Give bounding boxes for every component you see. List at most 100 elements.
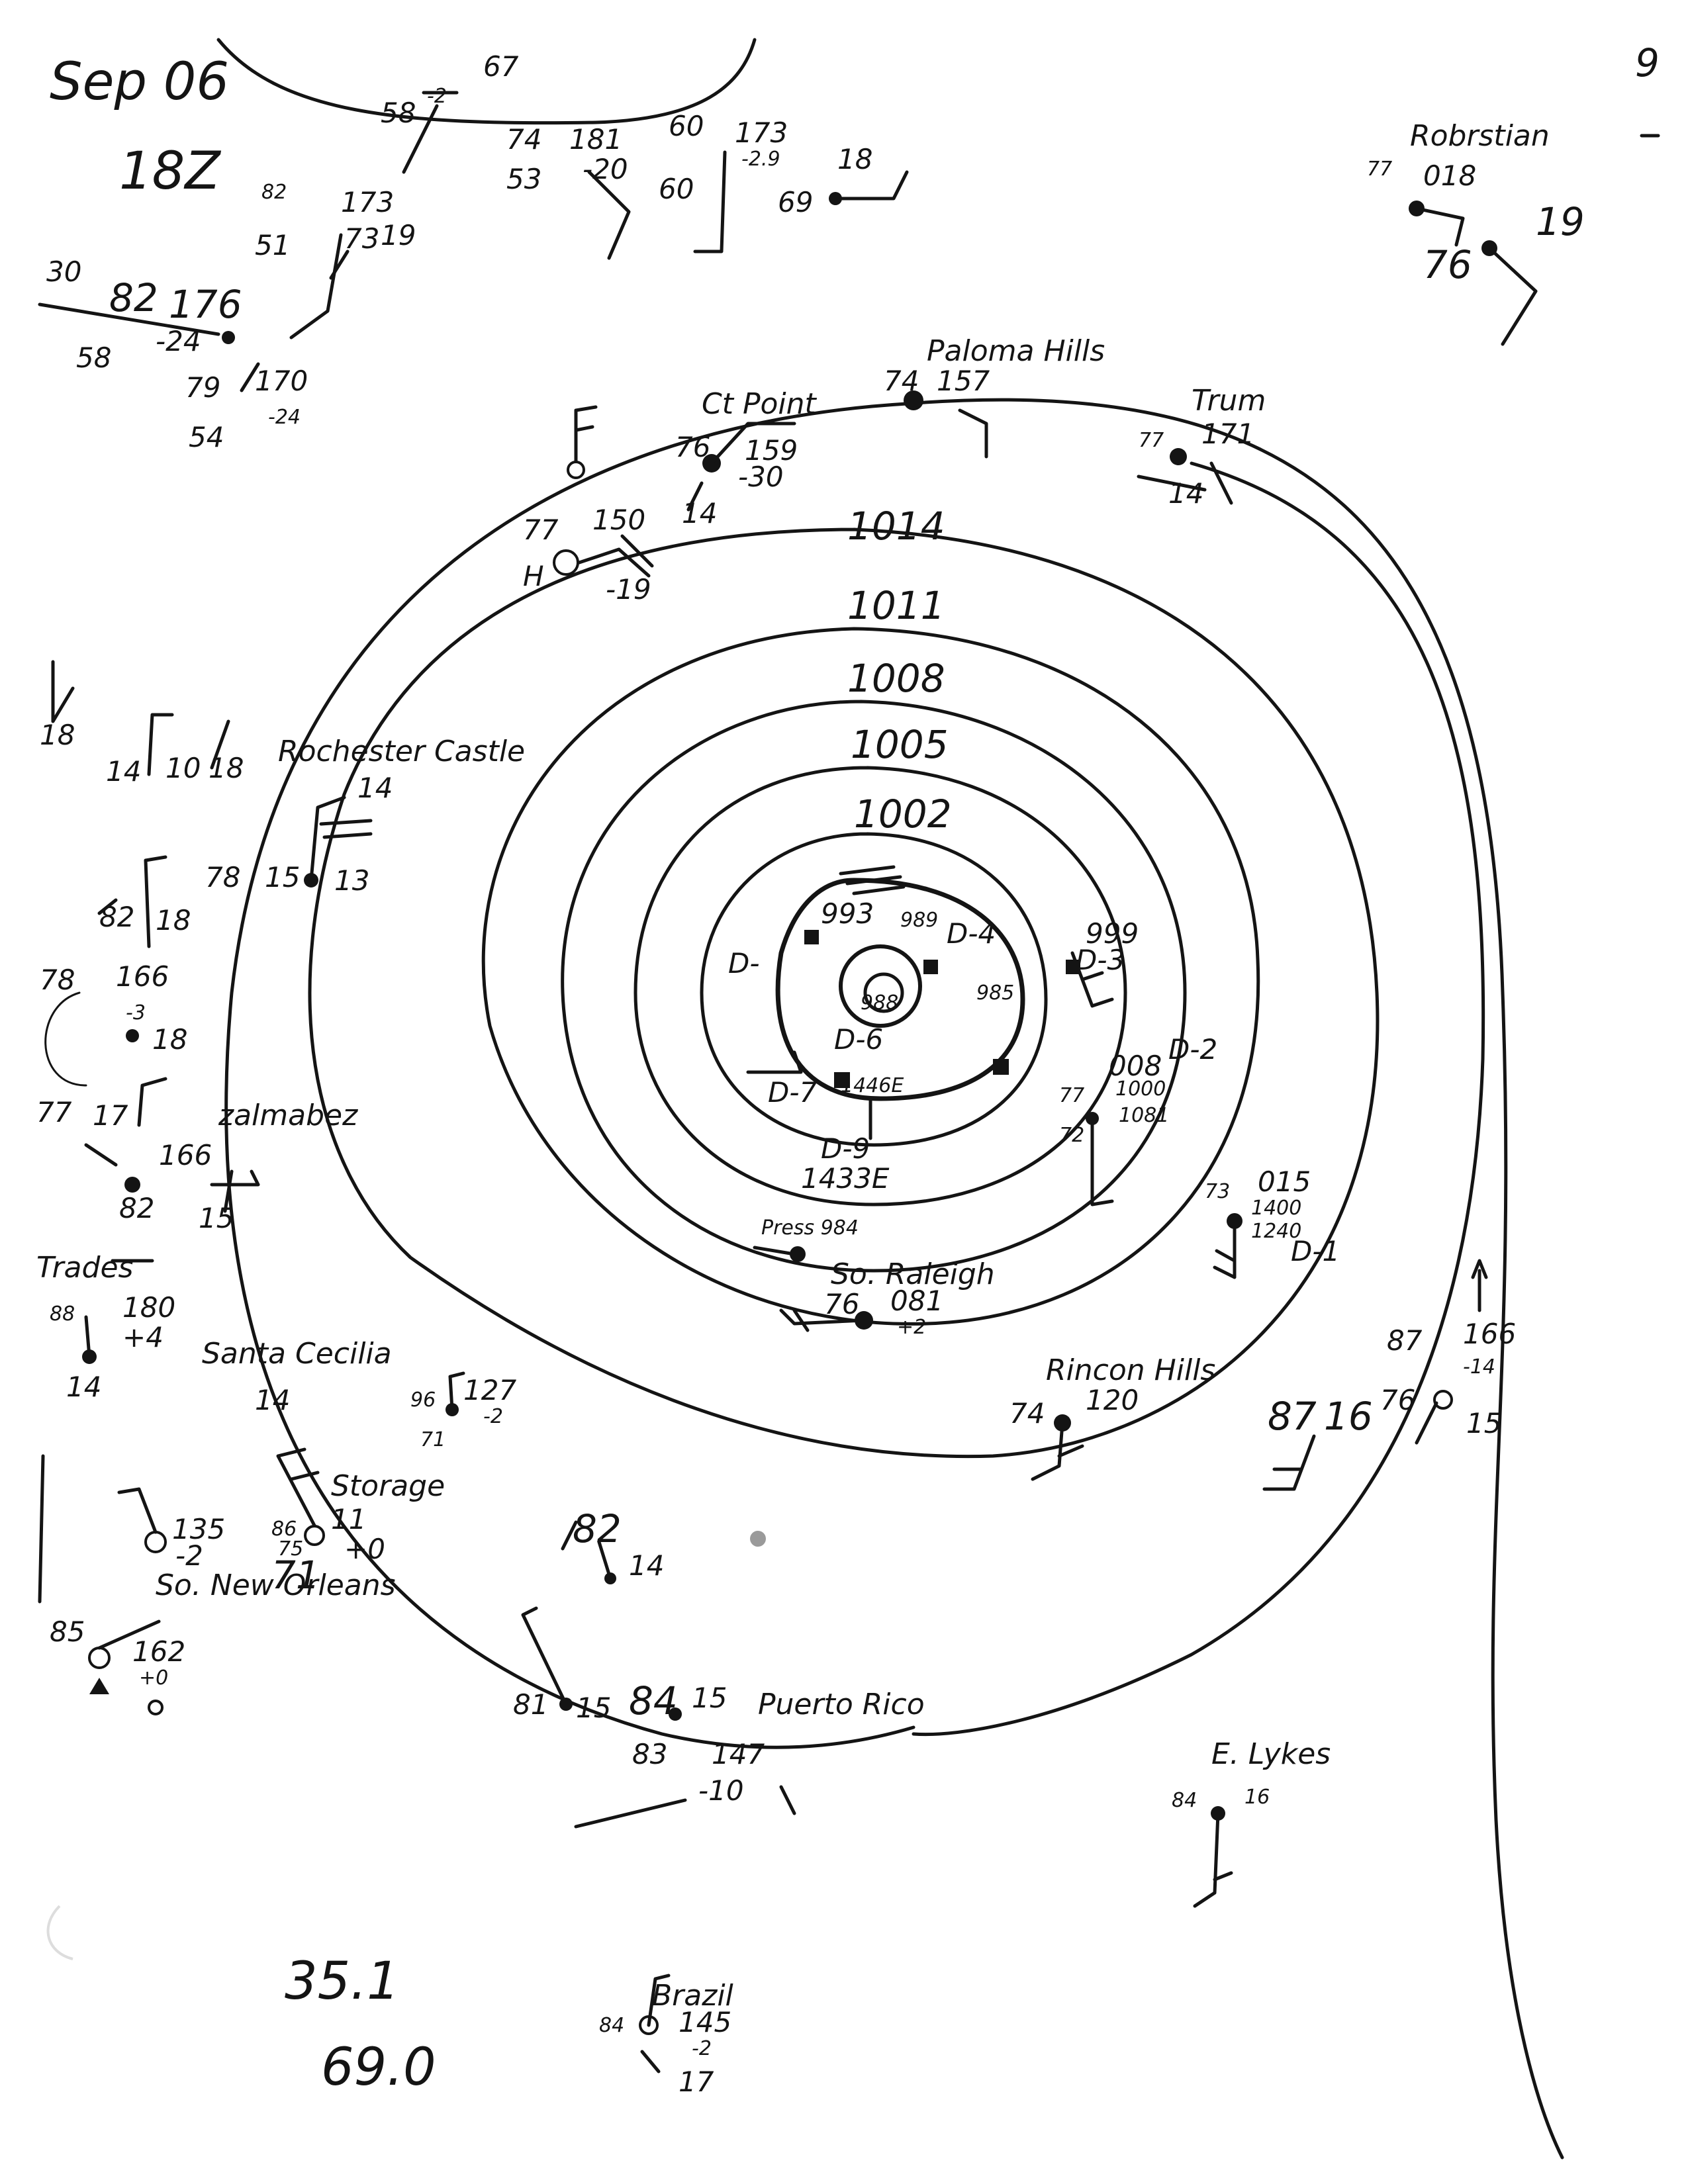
- h-station-label: H: [523, 560, 544, 592]
- storage-temp: 86: [271, 1518, 297, 1541]
- eye-inner-circle: [863, 972, 904, 1013]
- zalmabez-temp: 82: [119, 1192, 154, 1224]
- far-east-temp2: 76: [1380, 1384, 1415, 1416]
- storage-d: 75: [278, 1537, 303, 1561]
- puerto-rico-barb-1: [521, 1606, 568, 1706]
- rochester-castle-barb: [309, 796, 373, 882]
- zalmabez-name: zalmabez: [218, 1099, 358, 1132]
- bottom-left-temp: 85: [50, 1615, 85, 1648]
- d1-station-b: 1240: [1251, 1220, 1301, 1243]
- h-station-circle: [553, 549, 579, 576]
- eyewall-outer: [775, 878, 1025, 1101]
- robrstian-barb: [1415, 206, 1538, 346]
- h-station-tendency: -19: [606, 573, 651, 606]
- top-obs-barb-2: [587, 170, 631, 260]
- center-pressure-989: 989: [900, 909, 938, 932]
- top-obs-barb-1: [402, 91, 459, 174]
- so-raleigh-name: So. Raleigh: [831, 1257, 995, 1291]
- center-drop-marker-2: [923, 960, 938, 974]
- drop-time: 1433E: [801, 1162, 890, 1195]
- robrstian-temp2: 76: [1423, 242, 1472, 287]
- east-87-temp: 87: [1268, 1394, 1317, 1439]
- east-87-barb: [1262, 1434, 1316, 1491]
- bottom-left-circle: [88, 1647, 111, 1669]
- center-longitude: 69.0: [321, 2038, 436, 2097]
- top-obs-4-b: 18: [837, 143, 872, 175]
- left-obs-18d: 18: [152, 1023, 187, 1056]
- storage-change: +0: [344, 1533, 385, 1565]
- far-east-wind: 15: [1466, 1407, 1501, 1439]
- isobar-label-1005: 1005: [851, 722, 949, 767]
- top-obs-3-b: 173: [735, 116, 788, 149]
- h-station-temp: 77: [523, 514, 559, 546]
- left-obs-2-b: 82: [109, 275, 158, 320]
- storage-circle: [304, 1525, 325, 1546]
- paloma-hills-pressure: 157: [937, 365, 990, 397]
- santa-cecilia-change: -2: [483, 1405, 503, 1428]
- d2-station-a: 1000: [1115, 1077, 1166, 1101]
- ct-point-wind: 14: [682, 497, 717, 529]
- eye-shading: [839, 865, 906, 895]
- isobar-label-1011: 1011: [847, 583, 945, 628]
- d2-station-pressure: 008: [1109, 1050, 1162, 1082]
- dropsonde-d3: D-3: [1076, 944, 1125, 976]
- left-obs-minus3: -3: [126, 1001, 146, 1024]
- d1-station-a: 1400: [1251, 1197, 1301, 1220]
- west-pennant-1: [51, 660, 75, 723]
- left-obs-18: 18: [40, 719, 75, 751]
- left-obs-2-a: 30: [46, 255, 81, 288]
- trades-name: Trades: [36, 1251, 133, 1285]
- rincon-hills-name: Rincon Hills: [1046, 1353, 1215, 1387]
- top-obs-4-a: 69: [778, 186, 813, 218]
- so-raleigh-note: Press 984: [761, 1216, 859, 1240]
- bottom-left-barb: [38, 1454, 161, 1650]
- ct-point-tendency: -30: [738, 461, 784, 493]
- isobar-1014: [308, 527, 1380, 1459]
- so-new-orleans-change: -2: [175, 1539, 203, 1572]
- left-obs-10: 10: [165, 752, 201, 784]
- trades-change: +4: [122, 1321, 164, 1353]
- rincon-hills-temp: 74: [1009, 1397, 1045, 1430]
- left-obs-78: 78: [40, 964, 75, 996]
- left-obs-3-b: 170: [255, 365, 308, 397]
- rochester-castle-p2: 13: [334, 864, 369, 897]
- top-obs-2-b: 181: [569, 123, 622, 156]
- far-east-barb: [1415, 1259, 1488, 1445]
- h-station-pressure: 150: [592, 504, 645, 536]
- dropsonde-d9: D-9: [821, 1132, 870, 1165]
- h-station-barb: [577, 534, 654, 578]
- zalmabez-dot: [124, 1177, 140, 1193]
- east-87-wind: 16: [1324, 1394, 1373, 1439]
- left-obs-1-d: 73: [344, 222, 379, 255]
- puerto-rico-t3: 83: [632, 1738, 667, 1770]
- brazil-temp: 84: [599, 2014, 624, 2037]
- mid-82-temp: 82: [573, 1506, 622, 1551]
- robrstian-name: Robrstian: [1410, 119, 1550, 153]
- so-raleigh-dot-2: [790, 1246, 806, 1262]
- zalmabez-wind: 15: [199, 1202, 234, 1234]
- center-pressure-988: 988: [861, 991, 898, 1015]
- so-raleigh-barb: [753, 1246, 866, 1332]
- top-obs-2-a: 74: [506, 123, 541, 156]
- brazil-change: -2: [692, 2037, 712, 2060]
- top-obs-barb-3: [693, 150, 727, 253]
- top-obs-barb-4: [839, 170, 909, 201]
- dropsonde-d1: D-1: [1291, 1235, 1340, 1267]
- storage-pressure: 11: [331, 1503, 366, 1535]
- f-pennant-north: [574, 405, 598, 465]
- left-obs-3-dot: [222, 331, 235, 344]
- left-obs-3-d: 54: [189, 421, 224, 453]
- trum-temp: 77: [1139, 429, 1164, 452]
- trum-pressure: 171: [1201, 418, 1254, 450]
- isobar-1005: [633, 766, 1127, 1206]
- top-obs-2-d: 53: [506, 163, 541, 195]
- robrstian-wind: 19: [1536, 199, 1585, 244]
- puerto-rico-change: -10: [698, 1774, 744, 1807]
- left-obs-3-a: 79: [185, 371, 220, 404]
- puerto-rico-barb-2: [574, 1785, 796, 1829]
- left-obs-1-c: 51: [255, 229, 290, 261]
- bottom-left-small-circle: [148, 1700, 164, 1715]
- dropsonde-dash: D-: [728, 947, 760, 979]
- left-obs-1-a: 82: [261, 181, 287, 204]
- left-obs-18b: 18: [209, 752, 244, 784]
